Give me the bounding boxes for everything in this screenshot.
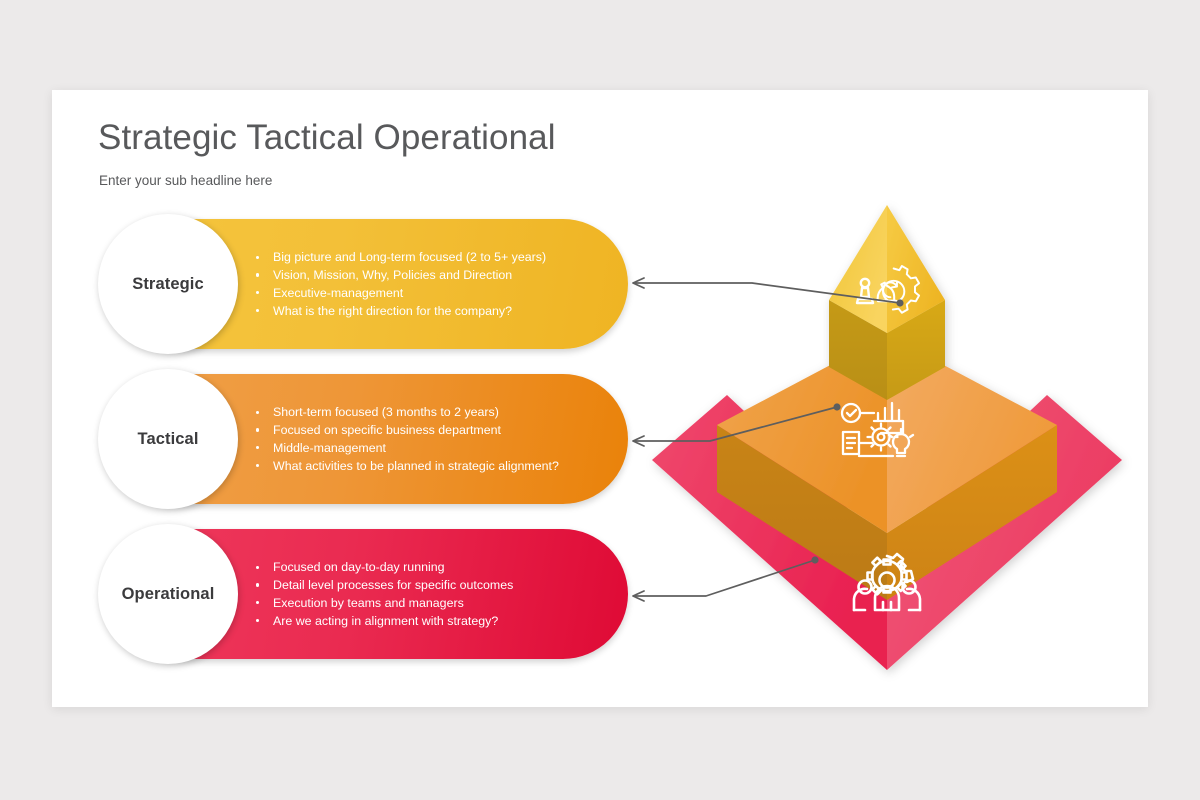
pyramid-tier-operational-left	[652, 395, 887, 670]
level-cards-list: Big picture and Long-term focused (2 to …	[52, 90, 1148, 707]
pyramid-tier-tactical-right	[887, 335, 1057, 533]
three-tier-pyramid-graphic	[637, 200, 1137, 690]
page-subtitle: Enter your sub headline here	[99, 173, 273, 188]
pyramid-tier-strategic-side-left	[829, 300, 887, 400]
page-title: Strategic Tactical Operational	[98, 118, 556, 157]
slide-canvas: Strategic Tactical Operational Enter you…	[52, 90, 1148, 707]
level-badge-tactical[interactable]: Tactical	[98, 369, 238, 509]
level-bullets-tactical: Short-term focused (3 months to 2 years)…	[250, 369, 580, 509]
level-card-tactical[interactable]: Short-term focused (3 months to 2 years)…	[98, 369, 628, 509]
list-item: Executive-management	[250, 285, 580, 301]
level-badge-operational[interactable]: Operational	[98, 524, 238, 664]
level-card-strategic[interactable]: Big picture and Long-term focused (2 to …	[98, 214, 628, 354]
list-item: Big picture and Long-term focused (2 to …	[250, 249, 580, 265]
level-badge-label: Operational	[121, 584, 215, 603]
level-card-operational[interactable]: Focused on day-to-day running Detail lev…	[98, 524, 628, 664]
list-item: Execution by teams and managers	[250, 595, 580, 611]
list-item: What activities to be planned in strateg…	[250, 458, 580, 474]
list-item: Vision, Mission, Why, Policies and Direc…	[250, 267, 580, 283]
level-badge-label: Strategic	[132, 274, 204, 293]
pyramid-tier-tactical-side-left	[717, 425, 887, 600]
pyramid-tier-strategic-side-right	[887, 300, 945, 400]
level-badge-label: Tactical	[137, 429, 199, 448]
list-item: Are we acting in alignment with strategy…	[250, 613, 580, 629]
list-item: Detail level processes for specific outc…	[250, 577, 580, 593]
level-badge-strategic[interactable]: Strategic	[98, 214, 238, 354]
list-item: Focused on day-to-day running	[250, 559, 580, 575]
level-bullets-operational: Focused on day-to-day running Detail lev…	[250, 524, 580, 664]
list-item: Focused on specific business department	[250, 422, 580, 438]
pyramid-tier-operational-right	[887, 395, 1122, 670]
level-bullets-strategic: Big picture and Long-term focused (2 to …	[250, 214, 580, 354]
pyramid-tier-tactical-side-right	[887, 425, 1057, 600]
workflow-planning-icon	[840, 401, 915, 458]
list-item: Middle-management	[250, 440, 580, 456]
list-item: Short-term focused (3 months to 2 years)	[250, 404, 580, 420]
team-gear-people-icon	[852, 552, 922, 612]
list-item: What is the right direction for the comp…	[250, 303, 580, 319]
